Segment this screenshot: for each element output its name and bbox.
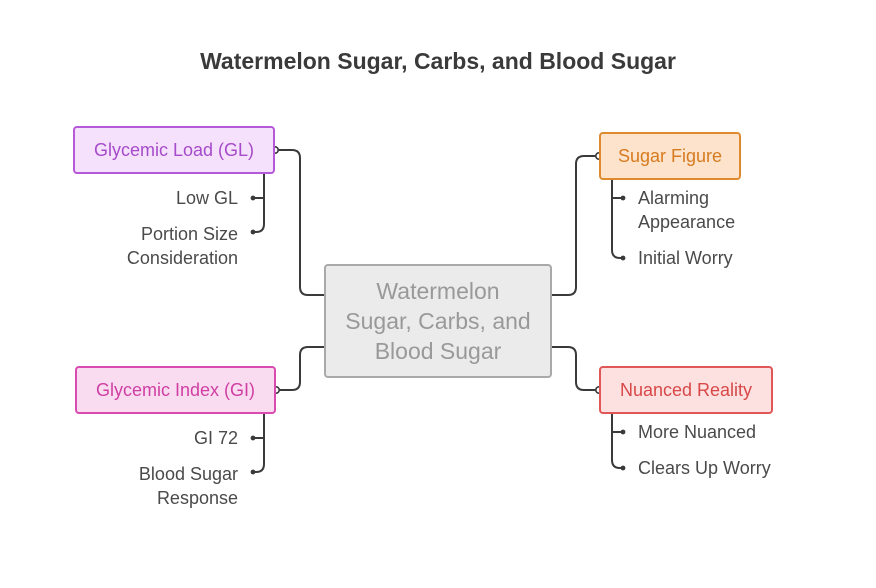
connector-sf-children <box>611 180 623 259</box>
connector-center-nr <box>552 346 599 391</box>
nr-child-clears-up-worry: Clears Up Worry <box>638 458 771 478</box>
glycemic-index-node: Glycemic Index (GI) <box>75 366 276 414</box>
center-node: Watermelon Sugar, Carbs, and Blood Sugar <box>324 264 552 378</box>
gi-child-blood-sugar-response: Blood Sugar Response <box>138 464 238 508</box>
gl-child-low-gl: Low GL <box>175 188 238 208</box>
connector-gl-children <box>253 174 265 233</box>
gl-child-portion-size: Portion Size Consideration <box>126 224 238 268</box>
sugar-figure-node: Sugar Figure <box>599 132 741 180</box>
nuanced-reality-node: Nuanced Reality <box>599 366 773 414</box>
sf-child-initial-worry: Initial Worry <box>638 248 733 268</box>
connector-center-gl <box>275 149 324 296</box>
sf-child-alarming-appearance: Alarming Appearance <box>638 188 736 232</box>
connector-gi-children <box>253 414 265 473</box>
gi-child-gi-72: GI 72 <box>193 428 238 448</box>
connector-center-gi <box>276 346 324 391</box>
diagram-title: Watermelon Sugar, Carbs, and Blood Sugar <box>200 48 676 74</box>
glycemic-load-node: Glycemic Load (GL) <box>73 126 275 174</box>
connector-nr-children <box>611 414 623 469</box>
nr-child-more-nuanced: More Nuanced <box>638 422 757 442</box>
connector-center-sf <box>552 155 599 296</box>
